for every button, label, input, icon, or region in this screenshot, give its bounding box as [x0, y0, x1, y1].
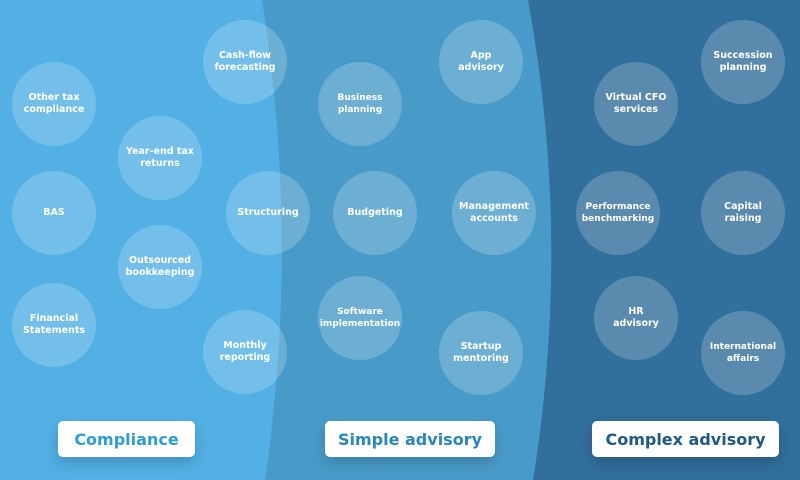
bubble-year-end-tax-returns: Year-end tax returns: [118, 116, 202, 200]
bubble-app-advisory: App advisory: [439, 20, 523, 104]
bubble-cash-flow-forecasting: Cash-flow forecasting: [203, 20, 287, 104]
bubble-international-affairs: International affairs: [701, 311, 785, 395]
complex-advisory-region: [528, 0, 800, 480]
bubble-budgeting: Budgeting: [333, 171, 417, 255]
bubble-succession-planning: Succession planning: [701, 20, 785, 104]
bubble-management-accounts: Management accounts: [452, 171, 536, 255]
bubble-performance-benchmarking: Performance benchmarking: [576, 171, 660, 255]
simple-advisory-label: Simple advisory: [325, 421, 495, 457]
bubble-monthly-reporting: Monthly reporting: [203, 310, 287, 394]
bubble-startup-mentoring: Startup mentoring: [439, 311, 523, 395]
compliance-label: Compliance: [58, 421, 195, 457]
bubble-financial-statements: Financial Statements: [12, 283, 96, 367]
bubble-other-tax-compliance: Other tax compliance: [12, 62, 96, 146]
bubble-software-implementation: Software implementation: [318, 276, 402, 360]
bubble-virtual-cfo-services: Virtual CFO services: [594, 62, 678, 146]
bubble-hr-advisory: HR advisory: [594, 276, 678, 360]
bubble-structuring: Structuring: [226, 171, 310, 255]
bubble-bas: BAS: [12, 171, 96, 255]
bubble-capital-raising: Capital raising: [701, 171, 785, 255]
bubble-business-planning: Business planning: [318, 62, 402, 146]
bubble-outsourced-bookkeeping: Outsourced bookkeeping: [118, 225, 202, 309]
complex-advisory-label: Complex advisory: [592, 421, 779, 457]
